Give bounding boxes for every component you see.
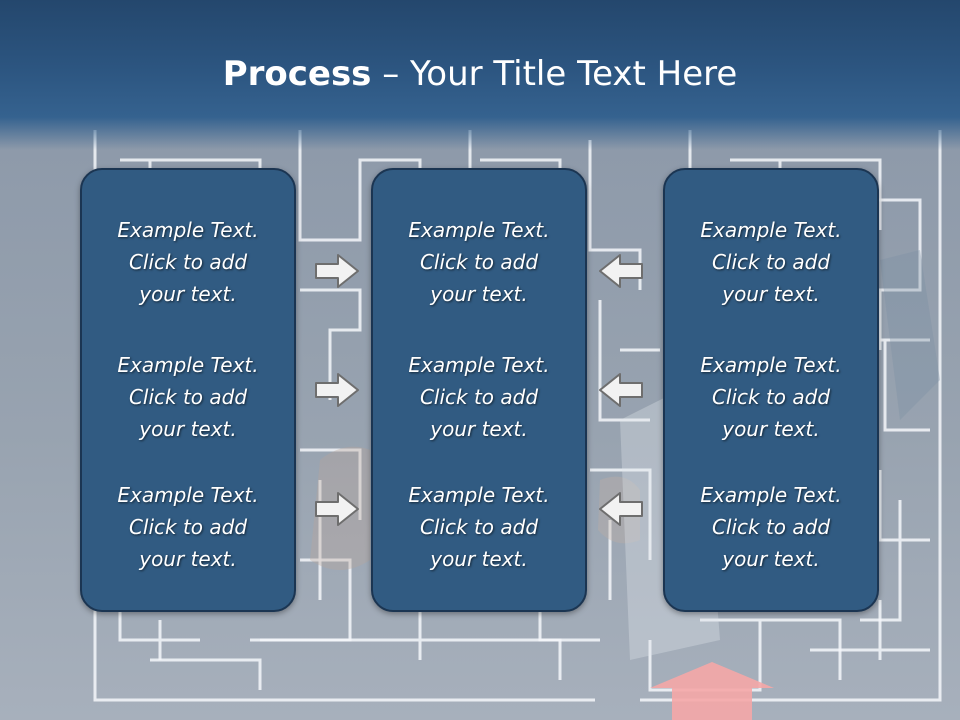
text-line: your text. [430,417,528,441]
right-arrow-icon [315,373,359,407]
text-line: your text. [722,417,820,441]
up-arrow-icon [650,662,774,720]
text-line: Click to add [128,515,248,539]
text-item[interactable]: Example Text. Click to add your text. [665,479,877,575]
text-line: your text. [430,282,528,306]
slide-title[interactable]: Process – Your Title Text Here [0,52,960,96]
right-arrow-icon [315,254,359,288]
text-item[interactable]: Example Text. Click to add your text. [82,214,294,310]
text-line: Example Text. [117,218,259,242]
right-arrow-icon [315,492,359,526]
text-line: your text. [430,547,528,571]
text-line: Example Text. [117,353,259,377]
text-item[interactable]: Example Text. Click to add your text. [665,214,877,310]
text-line: Example Text. [408,353,550,377]
text-line: Example Text. [408,483,550,507]
text-line: your text. [722,547,820,571]
text-line: Example Text. [700,353,842,377]
title-bar [0,0,960,150]
text-line: Click to add [711,515,831,539]
text-line: Example Text. [700,218,842,242]
right-text-box[interactable]: Example Text. Click to add your text. Ex… [663,168,879,612]
text-item[interactable]: Example Text. Click to add your text. [373,479,585,575]
text-line: Click to add [419,250,539,274]
text-line: your text. [139,282,237,306]
left-arrow-icon [599,373,643,407]
text-item[interactable]: Example Text. Click to add your text. [82,349,294,445]
text-line: Click to add [128,250,248,274]
text-item[interactable]: Example Text. Click to add your text. [82,479,294,575]
left-text-box[interactable]: Example Text. Click to add your text. Ex… [80,168,296,612]
text-item[interactable]: Example Text. Click to add your text. [373,349,585,445]
text-line: Click to add [711,385,831,409]
text-line: Click to add [419,385,539,409]
title-bold-text: Process [222,54,372,94]
text-line: your text. [139,417,237,441]
text-line: Example Text. [117,483,259,507]
text-line: your text. [139,547,237,571]
left-arrow-icon [599,492,643,526]
text-line: your text. [722,282,820,306]
text-line: Click to add [711,250,831,274]
middle-text-box[interactable]: Example Text. Click to add your text. Ex… [371,168,587,612]
left-arrow-icon [599,254,643,288]
text-line: Example Text. [700,483,842,507]
title-rest-text: – Your Title Text Here [371,54,738,94]
text-line: Example Text. [408,218,550,242]
text-item[interactable]: Example Text. Click to add your text. [665,349,877,445]
text-line: Click to add [419,515,539,539]
text-line: Click to add [128,385,248,409]
text-item[interactable]: Example Text. Click to add your text. [373,214,585,310]
